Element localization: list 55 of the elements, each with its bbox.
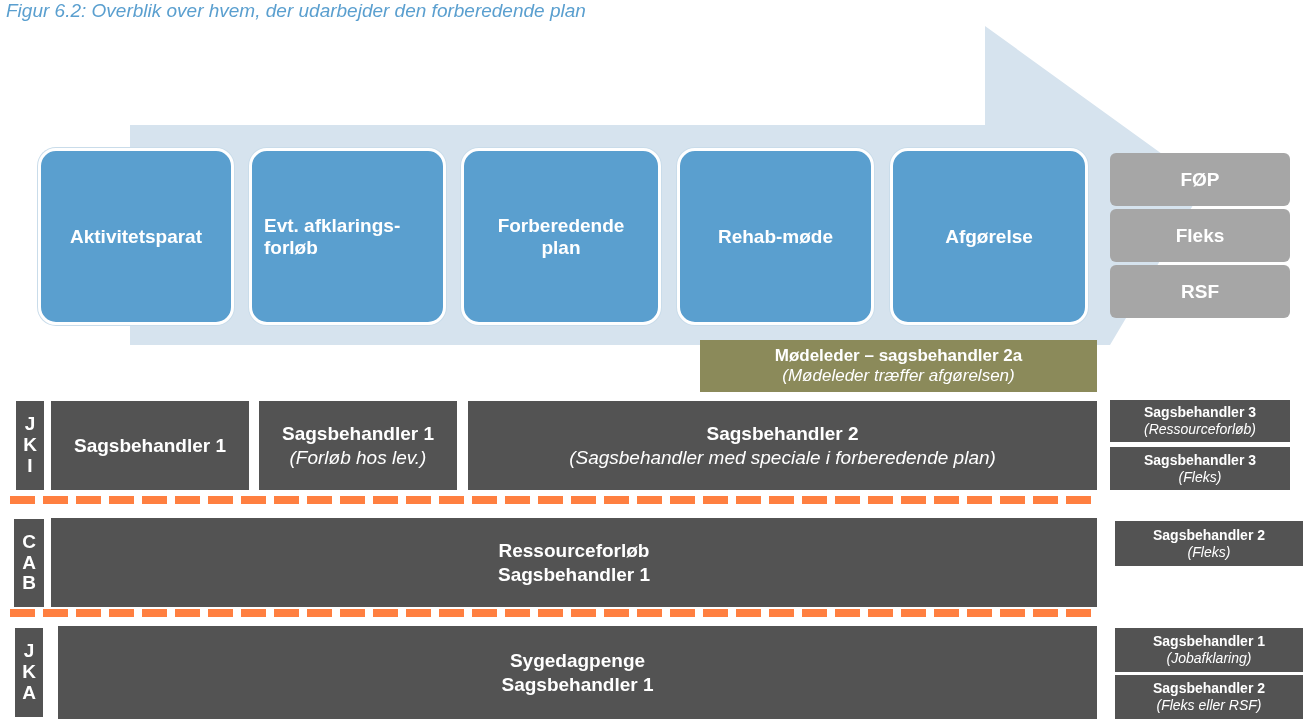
box-label: Sagsbehandler 2 <box>1152 526 1265 544</box>
role-box <box>259 401 457 490</box>
process-box <box>38 148 234 325</box>
box-label: Sagsbehandler 2 <box>706 421 859 446</box>
box-label: Sagsbehandler 1 <box>1152 633 1265 650</box>
box-label: RSF <box>1181 280 1219 303</box>
box-label: Evt. afklarings-forløb <box>264 214 402 259</box>
process-box <box>461 148 661 325</box>
box-sublabel: (Fleks eller RSF) <box>1156 697 1262 714</box>
box-label: Sagsbehandler 3 <box>1143 404 1256 421</box>
unit-label: JKA <box>21 641 37 704</box>
box-sublabel: (Fleks) <box>1187 543 1231 561</box>
role-box <box>1115 628 1303 672</box>
box-label: FØP <box>1180 168 1220 191</box>
unit-label: CAB <box>21 531 37 595</box>
process-box <box>677 148 874 325</box>
box-label: Forberedende plan <box>496 214 626 259</box>
unit-label-box <box>14 519 44 607</box>
box-sublabel: Sagsbehandler 1 <box>497 562 651 587</box>
role-box <box>51 401 249 490</box>
outcome-box <box>1110 265 1290 318</box>
unit-label-box <box>15 628 43 717</box>
box-label: Rehab-møde <box>717 225 834 248</box>
box-sublabel: (Fleks) <box>1178 468 1222 486</box>
box-sublabel: (Mødeleder træffer afgørelsen) <box>782 366 1015 387</box>
box-label: Sagsbehandler 2 <box>1152 680 1265 697</box>
outcome-box <box>1110 209 1290 262</box>
role-box <box>700 340 1097 392</box>
box-label: Mødeleder – sagsbehandler 2a <box>774 345 1023 366</box>
process-box <box>890 148 1088 325</box>
role-box <box>1115 521 1303 566</box>
role-box <box>51 518 1097 607</box>
box-label: Fleks <box>1175 224 1225 247</box>
role-box <box>1110 400 1290 442</box>
figure-title: Figur 6.2: Overblik over hvem, der udarbejder den forberedende plan <box>6 0 586 22</box>
box-sublabel: Sagsbehandler 1 <box>501 672 654 697</box>
box-label: Aktivitetsparat <box>70 225 202 248</box>
box-sublabel: (Sagsbehandler med speciale i forberedende plan) <box>569 445 996 470</box>
box-label: Ressourceforløb <box>498 538 650 563</box>
role-box <box>468 401 1097 490</box>
box-label: Sagsbehandler 3 <box>1143 451 1256 469</box>
box-sublabel: (Forløb hos lev.) <box>289 445 427 470</box>
unit-label: JKI <box>22 414 38 477</box>
process-box <box>249 148 446 325</box>
role-box <box>1110 447 1290 490</box>
role-box <box>58 626 1097 719</box>
box-sublabel: (Ressourceforløb) <box>1144 421 1256 438</box>
box-sublabel: (Jobafklaring) <box>1166 650 1252 667</box>
box-label: Sagsbehandler 1 <box>281 421 435 446</box>
box-label: Sygedagpenge <box>509 648 646 673</box>
outcome-box <box>1110 153 1290 206</box>
box-label: Afgørelse <box>945 225 1033 248</box>
role-box <box>1115 675 1303 719</box>
unit-label-box <box>16 401 44 490</box>
box-label: Sagsbehandler 1 <box>73 433 227 458</box>
